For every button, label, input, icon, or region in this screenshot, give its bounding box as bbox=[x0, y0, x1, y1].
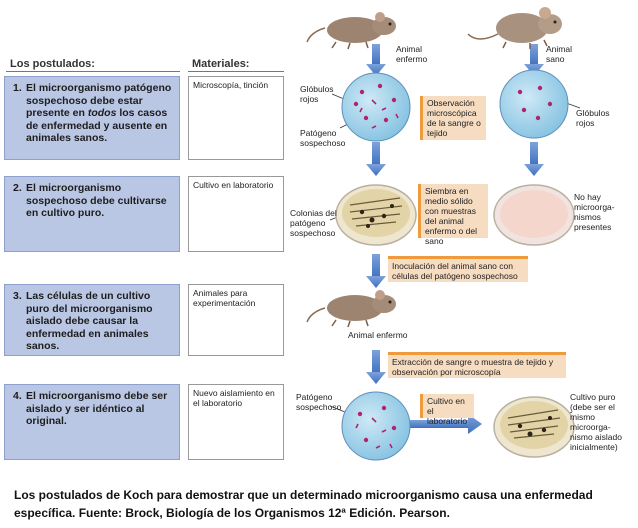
material-3: Animales para experimentación bbox=[188, 284, 284, 356]
divider bbox=[6, 71, 180, 72]
note-cultivo-lab: Cultivo en el laboratorio bbox=[420, 394, 474, 426]
arrow-icon bbox=[524, 142, 544, 176]
arrow-icon bbox=[366, 142, 386, 176]
postulate-2: 2. El microorganismo sospechoso debe cul… bbox=[4, 176, 180, 252]
arrow-icon bbox=[410, 414, 482, 434]
note-observacion: Observación microscópica de la sangre o … bbox=[420, 96, 486, 140]
postulate-3: 3. Las células de un cultivo puro del mi… bbox=[4, 284, 180, 356]
petri-dish-empty bbox=[493, 184, 575, 246]
postulate-text: El microorganismo sospechoso debe cultiv… bbox=[26, 182, 167, 219]
mouse-icon-sick-1 bbox=[306, 12, 396, 50]
arrow-icon bbox=[366, 350, 386, 384]
material-1: Microscopía, tinción bbox=[188, 76, 284, 160]
postulate-text: Las células de un cultivo puro del micro… bbox=[26, 290, 153, 352]
label-animal-enfermo: Animal enfermo bbox=[396, 44, 428, 64]
note-siembra: Siembra en medio sólido con muestras del… bbox=[418, 184, 488, 246]
microscope-field-sick bbox=[341, 72, 411, 142]
mouse-icon-healthy bbox=[467, 7, 562, 49]
postulate-text: El microorganismo patógeno sospechoso de… bbox=[26, 82, 172, 144]
label-animal-enfermo-2: Animal enfermo bbox=[348, 330, 408, 340]
materials-header: Materiales: bbox=[192, 58, 250, 70]
postulate-number: 1. bbox=[13, 82, 22, 94]
mouse-icon-sick-2 bbox=[306, 290, 396, 328]
postulates-header: Los postulados: bbox=[10, 58, 95, 70]
postulate-number: 3. bbox=[13, 290, 22, 302]
arrow-icon bbox=[366, 44, 386, 76]
material-4: Nuevo aislamiento en el laboratorio bbox=[188, 384, 284, 460]
label-colonias: Colonias del patógeno sospechoso bbox=[290, 208, 337, 238]
arrow-icon bbox=[366, 254, 386, 288]
material-2: Cultivo en laboratorio bbox=[188, 176, 284, 252]
petri-dish-pure-culture bbox=[493, 396, 575, 458]
figure-caption: Los postulados de Koch para demostrar qu… bbox=[14, 488, 593, 520]
label-globulos-rojos-1: Glóbulos rojos bbox=[300, 84, 334, 104]
note-inoculacion: Inoculación del animal sano con células … bbox=[388, 256, 528, 282]
microscope-field-healthy bbox=[499, 69, 569, 139]
postulate-1: 1. El microorganismo patógeno sospechoso… bbox=[4, 76, 180, 160]
label-globulos-rojos-2: Glóbulos rojos bbox=[576, 108, 610, 128]
divider bbox=[188, 71, 284, 72]
postulate-number: 4. bbox=[13, 390, 22, 402]
label-cultivo-puro: Cultivo puro (debe ser el mismo microorg… bbox=[570, 392, 622, 452]
label-animal-sano: Animal sano bbox=[546, 44, 572, 64]
petri-dish-colonies bbox=[335, 184, 417, 246]
postulate-number: 2. bbox=[13, 182, 22, 194]
note-extraccion: Extracción de sangre o muestra de tejido… bbox=[388, 352, 566, 378]
label-patogeno-2: Patógeno sospechoso bbox=[296, 392, 342, 412]
microscope-field-reisolation bbox=[341, 391, 411, 461]
postulate-4: 4. El microorganismo debe ser aislado y … bbox=[4, 384, 180, 460]
label-no-hay: No hay microorga-nismos presentes bbox=[574, 192, 615, 232]
label-patogeno-1: Patógeno sospechoso bbox=[300, 128, 346, 148]
postulate-text: El microorganismo debe ser aislado y ser… bbox=[26, 390, 168, 427]
flow-arrows bbox=[366, 44, 544, 434]
